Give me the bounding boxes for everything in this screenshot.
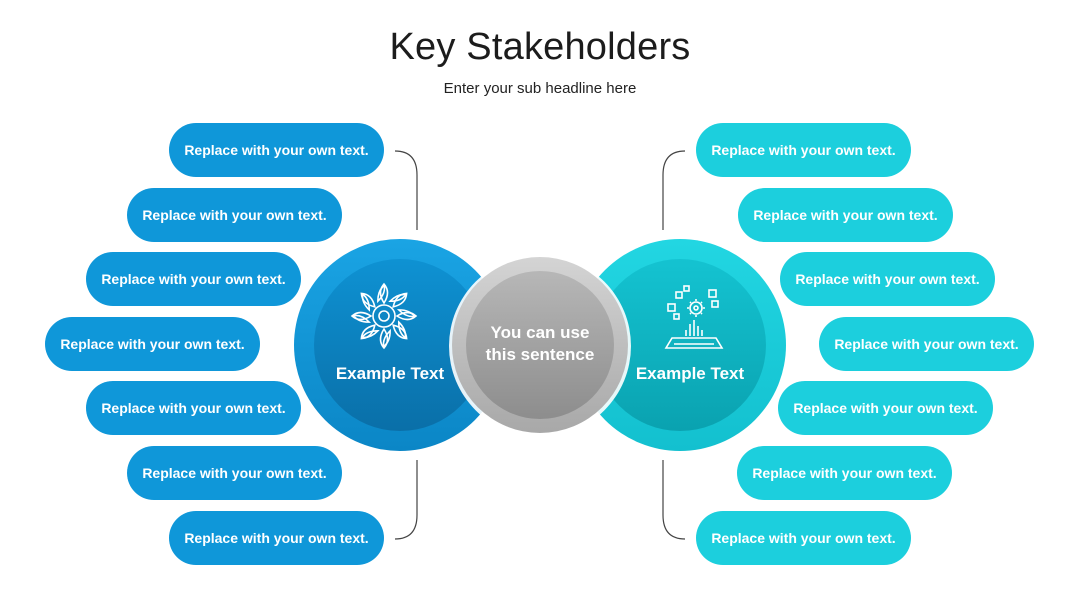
center-text-line2: this sentence: [485, 345, 595, 364]
right-bracket-bottom: [662, 460, 686, 540]
right-item-5[interactable]: Replace with your own text.: [778, 381, 993, 435]
left-circle-inner: [314, 259, 486, 431]
left-circle-label: Example Text: [335, 364, 445, 383]
digital-data-icon: [664, 285, 724, 349]
left-item-3[interactable]: Replace with your own text.: [86, 252, 301, 306]
center-text-line1: You can use: [490, 323, 590, 342]
right-item-4[interactable]: Replace with your own text.: [819, 317, 1034, 371]
left-item-1[interactable]: Replace with your own text.: [169, 123, 384, 177]
right-item-1[interactable]: Replace with your own text.: [696, 123, 911, 177]
left-item-5[interactable]: Replace with your own text.: [86, 381, 301, 435]
right-item-6[interactable]: Replace with your own text.: [737, 446, 952, 500]
right-bracket-top: [662, 150, 686, 230]
left-bracket-top: [394, 150, 418, 230]
left-item-6[interactable]: Replace with your own text.: [127, 446, 342, 500]
center-circle-inner: [466, 271, 614, 419]
right-circle-label: Example Text: [635, 364, 745, 383]
left-bracket-bottom: [394, 460, 418, 540]
right-item-3[interactable]: Replace with your own text.: [780, 252, 995, 306]
center-circle-text: You can use this sentence: [460, 322, 620, 366]
right-circle-inner: [594, 259, 766, 431]
left-item-2[interactable]: Replace with your own text.: [127, 188, 342, 242]
left-item-4[interactable]: Replace with your own text.: [45, 317, 260, 371]
right-item-2[interactable]: Replace with your own text.: [738, 188, 953, 242]
page-subtitle: Enter your sub headline here: [443, 80, 637, 97]
page-title: Key Stakeholders: [389, 26, 691, 68]
left-item-7[interactable]: Replace with your own text.: [169, 511, 384, 565]
right-item-7[interactable]: Replace with your own text.: [696, 511, 911, 565]
mandala-icon: [350, 282, 418, 350]
